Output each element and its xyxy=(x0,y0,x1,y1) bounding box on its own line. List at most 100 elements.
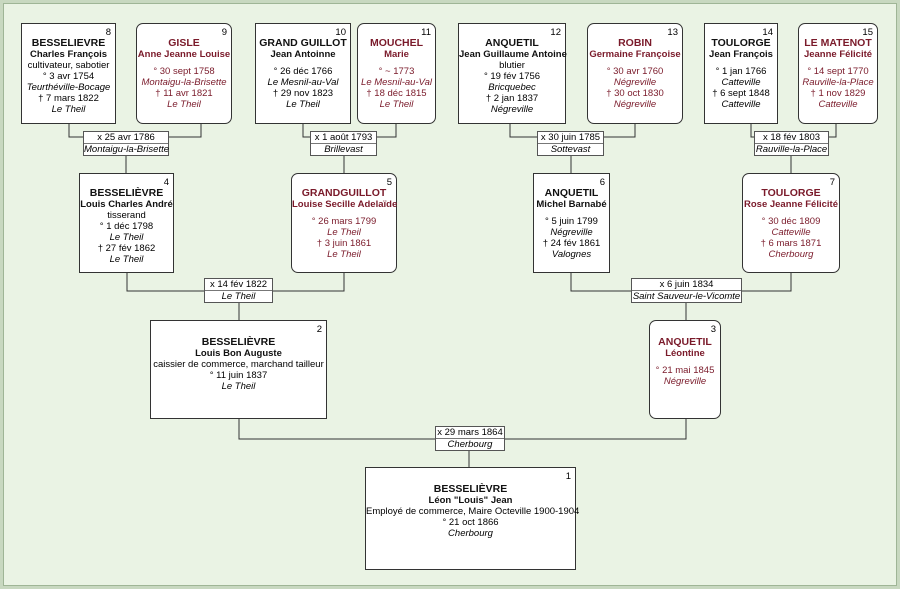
person-surname: GRANDGUILLOT xyxy=(301,187,387,199)
birth-date: ° 14 sept 1770 xyxy=(807,66,869,77)
person-box-11[interactable]: 11 MOUCHEL Marie ° ~ 1773 Le Mesnil-au-V… xyxy=(357,23,436,124)
death-place: Valognes xyxy=(551,249,592,260)
birth-date: ° 21 oct 1866 xyxy=(442,517,499,528)
death-date: † 1 nov 1829 xyxy=(810,88,866,99)
birth-date: ° 5 juin 1799 xyxy=(545,216,598,227)
birth-date: ° ~ 1773 xyxy=(378,66,415,77)
person-number: 4 xyxy=(163,177,169,188)
person-given-name: Anne Jeanne Louise xyxy=(137,49,231,60)
death-place: Cherbourg xyxy=(768,249,814,260)
person-number: 14 xyxy=(762,27,773,38)
death-date: † 30 oct 1830 xyxy=(606,88,664,99)
person-box-7[interactable]: 7 TOULORGE Rose Jeanne Félicité ° 30 déc… xyxy=(742,173,840,273)
birth-place: Teurthéville-Bocage xyxy=(26,82,111,93)
death-date: † 7 mars 1822 xyxy=(38,93,99,104)
marriage-date: x 25 avr 1786 xyxy=(97,132,155,143)
person-given-name: Louis Bon Auguste xyxy=(195,348,282,359)
birth-place: Catteville xyxy=(771,227,811,238)
person-number: 13 xyxy=(667,27,678,38)
marriage-place: Sottevast xyxy=(538,143,603,155)
person-box-14[interactable]: 14 TOULORGE Jean François ° 1 jan 1766 C… xyxy=(704,23,778,124)
marriage-place: Brillevast xyxy=(311,143,376,155)
person-box-5[interactable]: 5 GRANDGUILLOT Louise Secille Adelaïde °… xyxy=(291,173,397,273)
marriage-place: Rauville-la-Place xyxy=(755,143,828,155)
birth-date: ° 26 déc 1766 xyxy=(273,66,333,77)
person-surname: TOULORGE xyxy=(761,187,821,199)
person-box-13[interactable]: 13 ROBIN Germaine Françoise ° 30 avr 176… xyxy=(587,23,683,124)
marriage-place: Montaigu-la-Brisette xyxy=(84,143,170,155)
person-box-1[interactable]: 1 BESSELIÈVRE Léon "Louis" Jean Employé … xyxy=(365,467,580,570)
person-given-name: Charles François xyxy=(29,49,108,60)
person-box-15[interactable]: 15 LE MATENOT Jeanne Félicité ° 14 sept … xyxy=(798,23,878,124)
death-date: † 24 fév 1861 xyxy=(542,238,601,249)
person-surname: ROBIN xyxy=(618,37,652,49)
birth-place: Rauville-la-Place xyxy=(802,77,874,88)
person-surname: BESSELIEVRE xyxy=(31,37,106,49)
death-place: Le Theil xyxy=(286,99,320,110)
person-surname: LE MATENOT xyxy=(804,37,872,49)
birth-date: ° 1 déc 1798 xyxy=(99,221,154,232)
birth-date: ° 21 mai 1845 xyxy=(655,365,715,376)
person-number: 6 xyxy=(599,177,605,188)
death-place: Négreville xyxy=(490,104,534,115)
death-place: Le Theil xyxy=(327,249,361,260)
marriage-date: x 29 mars 1864 xyxy=(437,427,503,438)
person-given-name: Léon "Louis" Jean xyxy=(428,495,513,506)
person-occupation: blutier xyxy=(499,60,525,71)
death-date: † 27 fév 1862 xyxy=(97,243,156,254)
death-date: † 3 juin 1861 xyxy=(316,238,372,249)
birth-date: ° 1 jan 1766 xyxy=(715,66,767,77)
marriage-label-6-7: x 6 juin 1834 Saint Sauveur-le-Vicomte xyxy=(631,278,742,303)
birth-date: ° 3 avr 1754 xyxy=(42,71,95,82)
death-date: † 2 jan 1837 xyxy=(485,93,539,104)
marriage-date: x 6 juin 1834 xyxy=(659,279,714,290)
person-surname: ANQUETIL xyxy=(658,336,712,348)
person-box-12[interactable]: 12 ANQUETIL Jean Guillaume Antoine bluti… xyxy=(458,23,567,124)
death-place: Le Theil xyxy=(109,254,144,265)
person-occupation: caissier de commerce, marchand tailleur xyxy=(153,359,324,370)
person-surname: BESSELIÈVRE xyxy=(89,187,164,199)
person-given-name: Jean Antoinne xyxy=(270,49,336,60)
birth-place: Catteville xyxy=(721,77,761,88)
birth-place: Le Theil xyxy=(221,381,256,392)
death-place: Le Theil xyxy=(51,104,86,115)
person-box-6[interactable]: 6 ANQUETIL Michel Barnabé ° 5 juin 1799 … xyxy=(533,173,610,273)
person-number: 3 xyxy=(710,324,716,335)
birth-place: Le Theil xyxy=(327,227,361,238)
person-number: 12 xyxy=(550,27,561,38)
birth-date: ° 30 déc 1809 xyxy=(761,216,821,227)
person-occupation: tisserand xyxy=(107,210,146,221)
person-occupation: Employé de commerce, Maire Octeville 190… xyxy=(366,506,580,517)
birth-place: Cherbourg xyxy=(448,528,493,539)
birth-place: Montaigu-la-Brisette xyxy=(141,77,227,88)
marriage-date: x 1 août 1793 xyxy=(314,132,373,143)
person-number: 11 xyxy=(421,27,431,38)
death-date: † 6 mars 1871 xyxy=(760,238,822,249)
birth-place: Bricquebec xyxy=(488,82,536,93)
person-occupation: cultivateur, sabotier xyxy=(27,60,110,71)
person-box-3[interactable]: 3 ANQUETIL Léontine ° 21 mai 1845 Négrev… xyxy=(649,320,721,419)
person-given-name: Jean Guillaume Antoine xyxy=(459,49,567,60)
birth-place: Négreville xyxy=(613,77,657,88)
birth-date: ° 26 mars 1799 xyxy=(311,216,377,227)
birth-date: ° 11 juin 1837 xyxy=(209,370,268,381)
person-box-4[interactable]: 4 BESSELIÈVRE Louis Charles André tisser… xyxy=(79,173,174,273)
person-box-10[interactable]: 10 GRAND GUILLOT Jean Antoinne ° 26 déc … xyxy=(255,23,351,124)
person-given-name: Marie xyxy=(384,49,409,60)
person-given-name: Léontine xyxy=(665,348,705,359)
person-box-2[interactable]: 2 BESSELIÈVRE Louis Bon Auguste caissier… xyxy=(150,320,327,419)
birth-date: ° 30 avr 1760 xyxy=(606,66,664,77)
marriage-label-12-13: x 30 juin 1785 Sottevast xyxy=(537,131,604,156)
person-surname: ANQUETIL xyxy=(544,187,599,199)
marriage-place: Saint Sauveur-le-Vicomte xyxy=(632,290,741,302)
person-surname: GISLE xyxy=(168,37,200,49)
person-given-name: Louise Secille Adelaïde xyxy=(292,199,398,210)
person-number: 7 xyxy=(829,177,835,188)
birth-place: Le Mesnil-au-Val xyxy=(361,77,432,88)
birth-place: Le Mesnil-au-Val xyxy=(267,77,339,88)
marriage-label-14-15: x 18 fév 1803 Rauville-la-Place xyxy=(754,131,829,156)
person-number: 10 xyxy=(335,27,346,38)
person-box-8[interactable]: 8 BESSELIEVRE Charles François cultivate… xyxy=(21,23,116,124)
person-given-name: Rose Jeanne Félicité xyxy=(744,199,838,210)
person-box-9[interactable]: 9 GISLE Anne Jeanne Louise ° 30 sept 175… xyxy=(136,23,232,124)
